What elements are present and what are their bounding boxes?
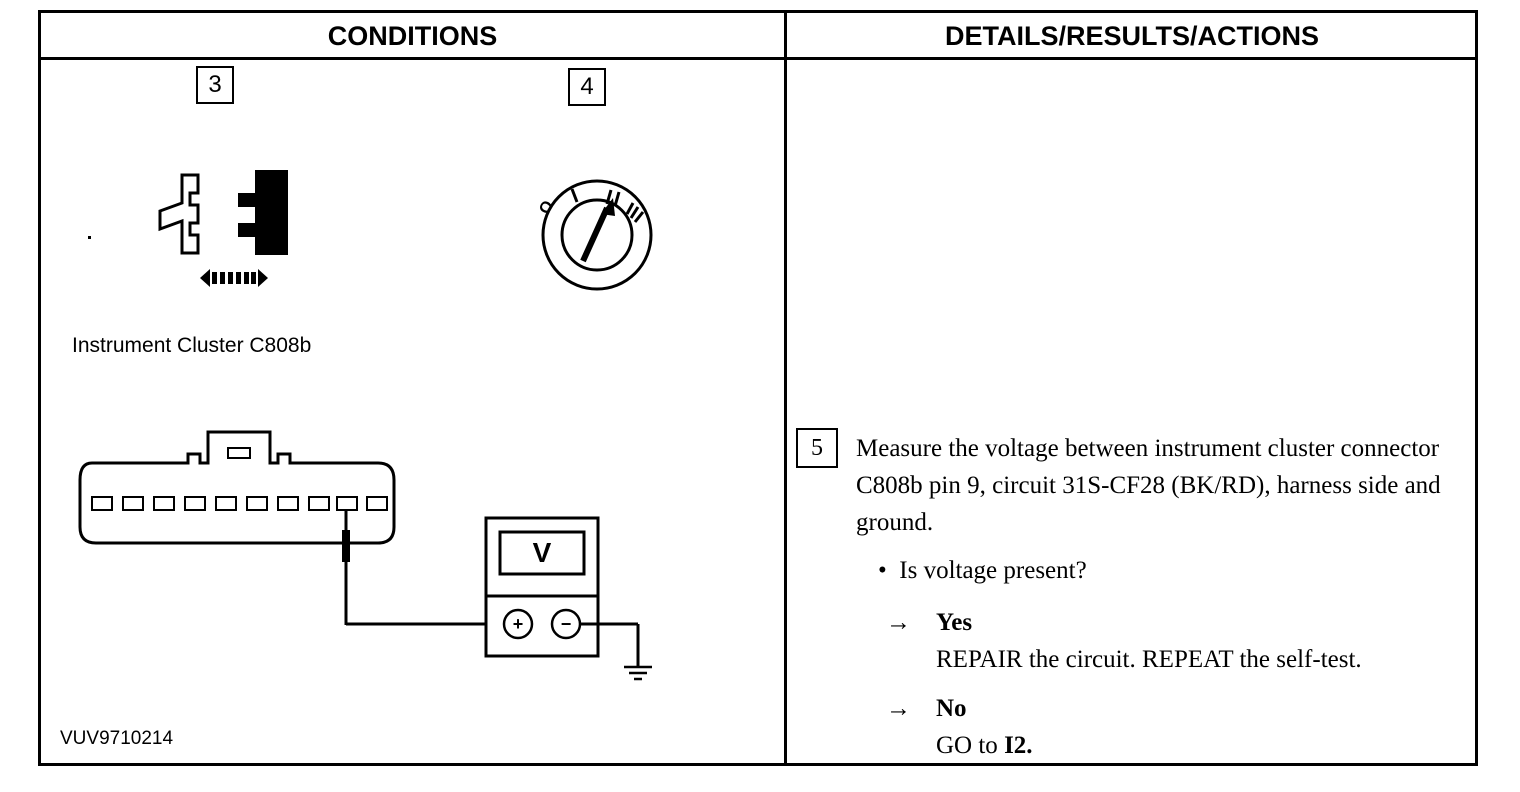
meter-minus-terminal: −: [560, 614, 572, 634]
column-divider: [784, 13, 787, 763]
conditions-header: CONDITIONS: [327, 21, 498, 51]
figure-id: VUV9710214: [60, 728, 174, 749]
answer-no-action-text: GO to: [936, 732, 1005, 759]
right-arrow-icon: →: [886, 695, 911, 722]
connector-disconnect-icon: [158, 170, 288, 287]
answer-yes-label: Yes: [936, 609, 973, 636]
question-text: Is voltage present?: [899, 557, 1087, 584]
question-item: • Is voltage present?: [878, 552, 1087, 589]
voltmeter-circuit: [344, 516, 652, 681]
details-header: DETAILS/RESULTS/ACTIONS: [944, 21, 1319, 51]
answer-no-target: I2.: [1004, 732, 1033, 759]
ignition-switch-icon: O: [536, 179, 653, 291]
answer-no-action: GO to I2.: [936, 727, 1033, 764]
diagnostic-table: CONDITIONS DETAILS/RESULTS/ACTIONS: [38, 10, 1478, 766]
step-5-box: 5: [796, 428, 838, 468]
meter-plus-terminal: +: [512, 614, 524, 634]
bullet-icon: •: [878, 557, 887, 584]
connector-caption: Instrument Cluster C808b: [72, 334, 312, 357]
answer-yes: → Yes REPAIR the circuit. REPEAT the self…: [886, 604, 1362, 673]
answer-no-label: No: [936, 695, 967, 722]
connector-c808b-diagram: [78, 430, 396, 562]
right-arrow-icon: →: [886, 609, 911, 636]
header-divider: [41, 57, 1475, 60]
answer-no: → No GO to I2.: [886, 690, 1033, 759]
step-4-box: 4: [568, 68, 606, 106]
answer-yes-action: REPAIR the circuit. REPEAT the self-test…: [936, 646, 1362, 673]
meter-display-label: V: [532, 537, 552, 568]
stray-dot: [88, 236, 91, 239]
step-3-box: 3: [196, 66, 234, 104]
instruction-text: Measure the voltage between instrument c…: [856, 435, 1441, 536]
